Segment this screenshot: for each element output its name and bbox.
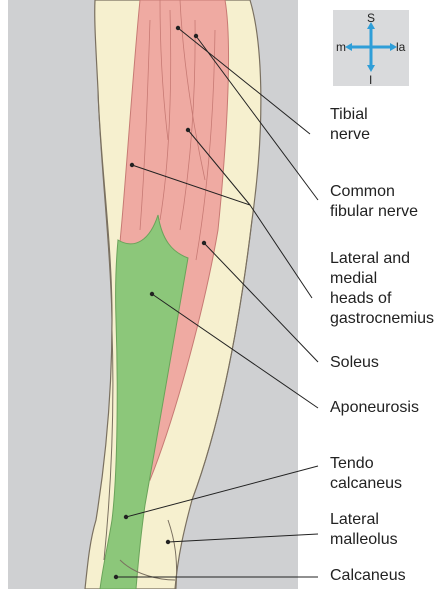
compass-medial: m	[336, 40, 346, 54]
label-tibial-nerve: Tibial nerve	[330, 105, 370, 145]
compass-lateral: la	[396, 40, 406, 54]
compass-inferior: I	[369, 73, 372, 87]
compass-superior: S	[367, 11, 375, 25]
label-calcaneus: Calcaneus	[330, 566, 406, 586]
label-soleus: Soleus	[330, 353, 379, 373]
orientation-compass: S I m la	[333, 10, 409, 87]
label-lateral-malleolus: Lateral malleolus	[330, 510, 398, 550]
label-tendo-calcaneus: Tendo calcaneus	[330, 454, 402, 494]
label-aponeurosis: Aponeurosis	[330, 398, 419, 418]
label-gastrocnemius-heads: Lateral and medial heads of gastrocnemiu…	[330, 249, 434, 329]
label-common-fibular-nerve: Common fibular nerve	[330, 182, 418, 222]
